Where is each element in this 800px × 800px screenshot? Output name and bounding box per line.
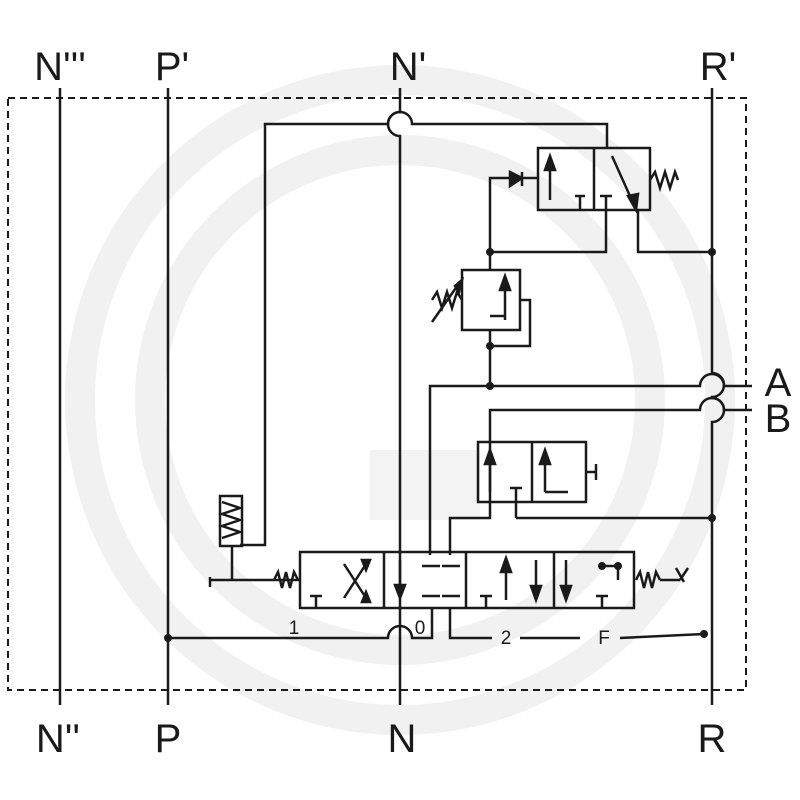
position-label-f: F — [598, 628, 610, 649]
junction-dots — [164, 248, 716, 642]
pilot-line — [240, 110, 609, 547]
port-label-r: R — [698, 717, 727, 761]
port-label-a: A — [765, 361, 792, 405]
relief-valve-body — [460, 268, 522, 332]
port-label-p: P — [155, 717, 182, 761]
port-label-r-prime: R' — [700, 45, 737, 89]
position-label-0: 0 — [415, 618, 426, 639]
port-label-n-triple: N''' — [34, 45, 86, 89]
hydraulic-lines — [58, 88, 752, 705]
line-a — [428, 372, 752, 555]
port-label-n-prime: N' — [390, 45, 427, 89]
position-label-2: 2 — [501, 628, 512, 649]
position-label-1: 1 — [289, 618, 300, 639]
line-b — [448, 396, 752, 555]
port-label-n: N — [388, 717, 417, 761]
valve-block-boundary — [7, 97, 747, 691]
port-label-p-prime: P' — [155, 45, 189, 89]
port-label-n-double: N'' — [36, 717, 80, 761]
line-n — [386, 88, 402, 705]
port-label-b: B — [765, 397, 792, 441]
